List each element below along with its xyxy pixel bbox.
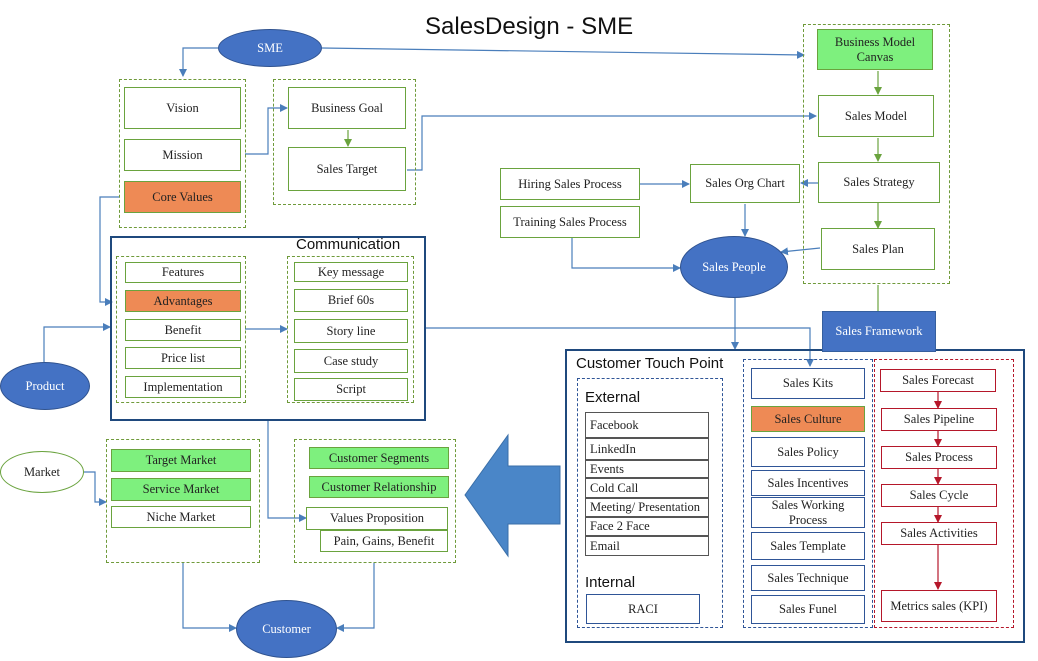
connector-mission-to-goal [245,104,288,155]
metrics-sales-kpi-box[interactable]: Metrics sales (KPI) [881,590,997,622]
sales-technique-box[interactable]: Sales Technique [751,565,865,591]
connector-sme-to-bmc [321,47,805,59]
sales-incentives-box[interactable]: Sales Incentives [751,470,865,496]
sales-kits-box[interactable]: Sales Kits [751,368,865,399]
story-line-box[interactable]: Story line [294,319,408,343]
core-values-box[interactable]: Core Values [124,181,241,213]
customer-node[interactable]: Customer [236,600,337,658]
brief-60s-box[interactable]: Brief 60s [294,289,408,312]
sales-org-chart-box[interactable]: Sales Org Chart [690,164,800,203]
group-vision-mission [119,79,246,228]
channel-cold-call[interactable]: Cold Call [585,478,709,498]
sales-people-node[interactable]: Sales People [680,236,788,298]
raci-box[interactable]: RACI [586,594,700,624]
group-sales-tools [743,359,873,628]
channel-facebook[interactable]: Facebook [585,412,709,438]
channel-email[interactable]: Email [585,536,709,556]
connector-sme-to-vision [179,47,218,77]
sales-process-box[interactable]: Sales Process [881,446,997,469]
business-model-canvas-box[interactable]: Business Model Canvas [817,29,933,70]
mission-box[interactable]: Mission [124,139,241,171]
sales-activities-box[interactable]: Sales Activities [881,522,997,545]
sales-cycle-box[interactable]: Sales Cycle [881,484,997,507]
connector-training-to-people [571,238,681,272]
internal-heading: Internal [585,574,636,591]
group-messages [287,256,414,403]
connector-market-to-markets [84,471,107,506]
connector-corevalues-to-features [99,196,119,306]
sales-template-box[interactable]: Sales Template [751,532,865,560]
sales-target-box[interactable]: Sales Target [288,147,406,191]
vision-box[interactable]: Vision [124,87,241,129]
key-message-box[interactable]: Key message [294,262,408,282]
benefit-box[interactable]: Benefit [125,319,241,341]
sme-node[interactable]: SME [218,29,322,67]
customer-segments-box[interactable]: Customer Segments [309,447,449,469]
sales-pipeline-box[interactable]: Sales Pipeline [881,408,997,431]
features-box[interactable]: Features [125,262,241,283]
sales-policy-box[interactable]: Sales Policy [751,437,865,467]
case-study-box[interactable]: Case study [294,349,408,373]
touch-point-panel [565,349,1025,643]
communication-panel [110,236,426,421]
target-market-box[interactable]: Target Market [111,449,251,472]
training-sales-process-box[interactable]: Training Sales Process [500,206,640,238]
external-heading: External [585,389,641,406]
connector-comm-to-valueprop [267,420,307,522]
sales-working-process-box[interactable]: Sales Working Process [751,497,865,528]
group-channels [577,378,723,628]
connector-markets-to-customer [182,563,237,632]
channel-meeting-presentation[interactable]: Meeting/ Presentation [585,498,709,517]
script-box[interactable]: Script [294,378,408,401]
big-left-arrow-shape [464,433,561,558]
sales-framework-box[interactable]: Sales Framework [822,311,936,352]
business-goal-box[interactable]: Business Goal [288,87,406,129]
implementation-box[interactable]: Implementation [125,376,241,398]
channel-events[interactable]: Events [585,460,709,478]
sales-plan-box[interactable]: Sales Plan [821,228,935,270]
connector-comm-to-saleskits [426,327,814,367]
group-goal-target [273,79,416,205]
connector-plan-to-people [780,247,821,256]
connector-target-to-salesmodel [407,112,817,171]
group-sales-flow [874,359,1014,628]
channel-face-2-face[interactable]: Face 2 Face [585,517,709,536]
market-node[interactable]: Market [0,451,84,493]
group-product-attributes [116,256,246,403]
channel-linkedin[interactable]: LinkedIn [585,438,709,460]
sales-model-box[interactable]: Sales Model [818,95,934,137]
group-business-model [803,24,950,284]
service-market-box[interactable]: Service Market [111,478,251,501]
customer-relationship-box[interactable]: Customer Relationship [309,476,449,498]
group-value-proposition [294,439,456,563]
communication-heading: Communication [296,236,401,253]
sales-funel-box[interactable]: Sales Funel [751,595,865,624]
touch-point-heading: Customer Touch Point [576,355,724,372]
product-node[interactable]: Product [0,362,90,410]
sales-culture-box[interactable]: Sales Culture [751,406,865,432]
hiring-sales-process-box[interactable]: Hiring Sales Process [500,168,640,200]
sales-forecast-box[interactable]: Sales Forecast [880,369,996,392]
niche-market-box[interactable]: Niche Market [111,506,251,528]
values-proposition-box[interactable]: Values Proposition [306,507,448,530]
price-list-box[interactable]: Price list [125,347,241,369]
connector-segments-to-customer [336,563,375,632]
pain-gains-benefit-box[interactable]: Pain, Gains, Benefit [320,530,448,552]
advantages-box[interactable]: Advantages [125,290,241,312]
sales-strategy-box[interactable]: Sales Strategy [818,162,940,203]
group-markets [106,439,260,563]
connector-product-to-comm [43,323,111,362]
diagram-title: SalesDesign - SME [425,13,634,40]
